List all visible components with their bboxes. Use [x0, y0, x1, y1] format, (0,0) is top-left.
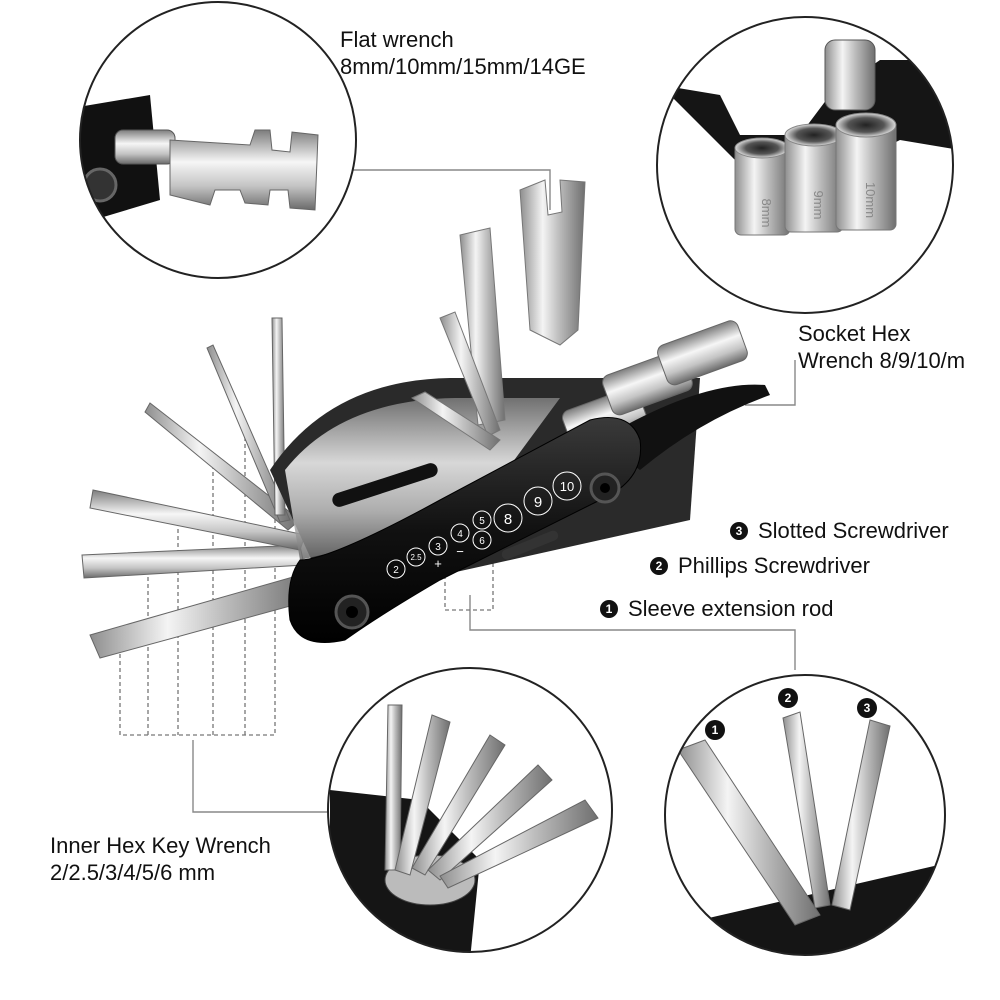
socket-9mm-label: 9mm: [811, 191, 826, 220]
multi-tool: 2 2.5 3 4 5 6 8 9 10 + −: [81, 179, 770, 659]
socket-leader: [745, 360, 796, 406]
flat-wrench-title: Flat wrench: [340, 27, 454, 52]
flat-wrench-leader: [352, 169, 551, 210]
socket-10mm: [835, 112, 897, 231]
marking-6: 6: [479, 536, 485, 547]
socket-8mm-label: 8mm: [759, 199, 774, 228]
flat-wrench-blade: [519, 179, 586, 346]
marking-5: 5: [479, 516, 485, 527]
marking-10: 10: [560, 479, 574, 494]
marking-2: 2: [393, 565, 399, 576]
detail-screwdrivers: [664, 674, 946, 956]
phillips-screwdriver-callout: 2 Phillips Screwdriver: [650, 553, 870, 579]
hex-key-leader: [192, 740, 330, 813]
detail-hex-keys: [327, 667, 613, 953]
hex-key-sizes: 2/2.5/3/4/5/6 mm: [50, 860, 216, 885]
socket-title: Socket Hex: [798, 321, 911, 346]
sleeve-extension-text: Sleeve extension rod: [628, 596, 834, 621]
detail-sockets: 8mm 9mm 10mm: [656, 16, 954, 314]
number-3-badge: 3: [730, 522, 748, 540]
number-2-badge: 2: [650, 557, 668, 575]
hex-keys: [81, 317, 313, 659]
sleeve-leader: [469, 595, 796, 670]
marking-4: 4: [457, 529, 463, 540]
phillips-screwdriver-text: Phillips Screwdriver: [678, 553, 870, 578]
detail-flat-wrench: [79, 1, 357, 279]
leader-lines: [192, 169, 796, 813]
sleeve-extension-callout: 1 Sleeve extension rod: [600, 596, 833, 622]
socket-8mm: [734, 137, 791, 236]
marking-3: 3: [435, 542, 441, 553]
marking-minus: −: [456, 544, 464, 559]
hex-key-label: Inner Hex Key Wrench 2/2.5/3/4/5/6 mm: [50, 832, 271, 886]
hex-key-title: Inner Hex Key Wrench: [50, 833, 271, 858]
flat-wrench-label: Flat wrench 8mm/10mm/15mm/14GE: [340, 26, 586, 80]
number-1-badge: 1: [600, 600, 618, 618]
detail-number-1: 1: [705, 720, 725, 740]
size-markings: 2 2.5 3 4 5 6 8 9 10 + −: [386, 471, 582, 579]
marking-2-5: 2.5: [410, 553, 422, 562]
flat-wrench-sizes: 8mm/10mm/15mm/14GE: [340, 54, 586, 79]
socket-label: Socket Hex Wrench 8/9/10/m: [798, 320, 965, 374]
detail-number-2: 2: [778, 688, 798, 708]
socket-10mm-label: 10mm: [863, 182, 878, 218]
slotted-screwdriver-callout: 3 Slotted Screwdriver: [730, 518, 949, 544]
detail-number-3: 3: [857, 698, 877, 718]
marking-8: 8: [504, 511, 512, 528]
socket-sizes: Wrench 8/9/10/m: [798, 348, 966, 373]
marking-plus: +: [434, 556, 442, 571]
slotted-screwdriver-text: Slotted Screwdriver: [758, 518, 949, 543]
marking-9: 9: [534, 494, 542, 511]
